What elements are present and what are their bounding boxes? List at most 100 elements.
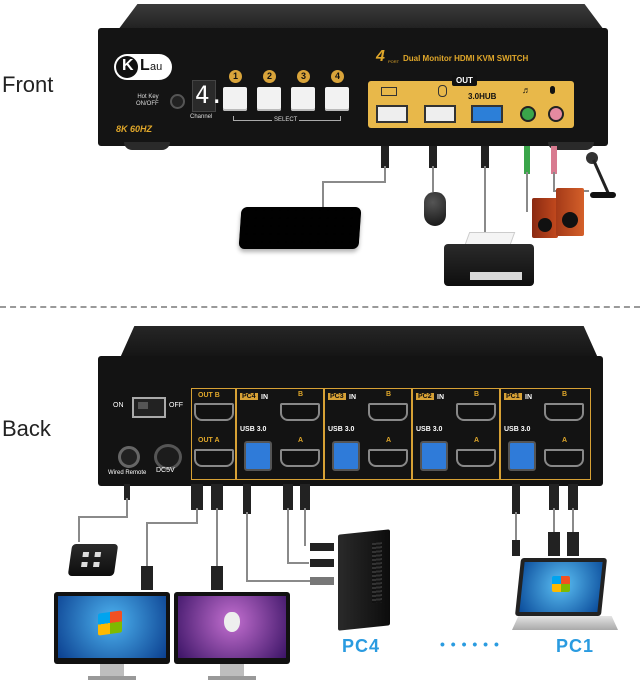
hdmi-out-a[interactable] (194, 449, 234, 467)
hotkey-button[interactable] (170, 94, 185, 109)
pc4-bottom-label: PC4 (342, 636, 381, 656)
pc2-b-label: B (474, 391, 480, 398)
select-num-1: 1 (229, 70, 242, 83)
power-on-label: ON (113, 402, 124, 409)
pc1-usb-b-port[interactable] (508, 441, 536, 471)
cable-pc4-usb-plug (243, 484, 251, 514)
brand-k-circle (116, 56, 138, 78)
select-button-2[interactable] (257, 87, 281, 111)
pc1-hdmi-b[interactable] (544, 403, 584, 421)
cable-pc4-conn-2 (310, 559, 334, 567)
remote-key-1 (82, 552, 90, 557)
pc4-a-label: A (298, 437, 304, 444)
pc3-usb-b-port[interactable] (332, 441, 360, 471)
usb-hub-label: 3.0HUB (468, 92, 497, 101)
cable-hub-plug (481, 146, 489, 168)
product-title: Dual Monitor HDMI KVM SWITCH (403, 54, 529, 63)
cable-green-plug (524, 146, 530, 174)
cable-remote-wire (126, 498, 128, 518)
select-num-2: 2 (263, 70, 276, 83)
back-label: Back (2, 416, 51, 441)
cable-remote-plug (124, 484, 130, 500)
keyboard-icon (381, 87, 397, 96)
cable-out-b-wire-h (146, 522, 198, 524)
cable-pc1-hdmi-b-bottom (548, 532, 560, 556)
remote-key-2 (94, 552, 102, 557)
select-label: SELECT (272, 117, 300, 123)
cable-pc4-hdmi-b-wire-h (287, 562, 309, 564)
remote-key-4 (93, 562, 100, 567)
cable-mouse-plug (429, 146, 437, 168)
section-divider (0, 306, 640, 308)
channel-digit: 4. (195, 81, 224, 109)
channel-label: Channel (190, 114, 213, 120)
pc2-hdmi-a[interactable] (456, 449, 496, 467)
cable-mouse-wire (432, 166, 434, 192)
speaker-left-cone (538, 218, 552, 232)
pc4-usb-b-port[interactable] (244, 441, 272, 471)
printer-image (440, 232, 536, 288)
mouse-image (424, 192, 446, 226)
front-kvm-panel: K L au 8K 60HZ Hot Key ON/OFF 4. Channel… (98, 28, 608, 146)
cable-pc4-usb-wire-h (246, 580, 310, 582)
audio-jack-pink[interactable] (548, 106, 564, 122)
cable-pc1-usb-bottom (512, 540, 520, 556)
pc4-hdmi-b[interactable] (280, 403, 320, 421)
out-badge: OUT (452, 75, 477, 86)
cable-pc4-hdmi-a-wire (304, 508, 306, 546)
audio-jack-green[interactable] (520, 106, 536, 122)
pc2-usb-b-port[interactable] (420, 441, 448, 471)
pc4-tower-vent (372, 542, 382, 604)
usb-port-mouse[interactable] (424, 105, 456, 123)
cable-pc1-hdmi-b-wire (553, 508, 555, 534)
brand-au: au (150, 61, 163, 73)
front-io-panel: OUT 3.0HUB ♬ (368, 75, 574, 128)
cable-pink-plug (551, 146, 557, 174)
pc3-hdmi-b[interactable] (368, 403, 408, 421)
printer-tray (470, 272, 522, 280)
cable-remote-wire-h (78, 516, 128, 518)
out-b-letter: B (214, 392, 220, 399)
cable-pc4-conn-3 (310, 577, 334, 585)
dc-jack[interactable] (154, 444, 182, 470)
title-port: PORT (388, 59, 400, 64)
usb-port-keyboard[interactable] (376, 105, 408, 123)
cable-out-a-wire (216, 508, 218, 566)
pc4-in-label: IN (261, 394, 268, 401)
front-kvm-top (118, 4, 604, 30)
pc4-usb-label: USB 3.0 (240, 426, 267, 433)
power-switch[interactable] (132, 397, 166, 418)
laptop-image (512, 556, 622, 636)
monitor-windows-base (88, 676, 136, 680)
cable-pc1-usb-plug (512, 484, 520, 514)
cable-out-b-wire (196, 508, 198, 524)
pc4-hdmi-a[interactable] (280, 449, 320, 467)
speaker-left-image (532, 198, 558, 238)
pc4-tower-image (338, 529, 390, 631)
monitor-mac-image (174, 592, 290, 682)
hdmi-out-b[interactable] (194, 403, 234, 421)
select-button-4[interactable] (325, 87, 349, 111)
cable-remote-wire-v (78, 516, 80, 542)
monitor-mac-stand (220, 664, 244, 676)
front-foot-right (548, 142, 594, 150)
windows-logo-icon (98, 610, 122, 636)
hotkey-label: Hot Key ON/OFF (136, 94, 159, 107)
pc2-hdmi-b[interactable] (456, 403, 496, 421)
cable-keyboard-wire-h (322, 181, 386, 183)
pc1-hdmi-a[interactable] (544, 449, 584, 467)
speaker-right-cone (562, 212, 578, 228)
laptop-windows-logo-icon (552, 576, 570, 592)
pc2-group: PC2 IN B USB 3.0 A (411, 388, 501, 480)
brand-k: K (122, 57, 134, 74)
monitor-mac-base (208, 676, 256, 680)
select-button-3[interactable] (291, 87, 315, 111)
usb-port-hub[interactable] (471, 105, 503, 123)
pc3-hdmi-a[interactable] (368, 449, 408, 467)
cable-pc4-usb-wire (246, 512, 248, 582)
select-button-1[interactable] (223, 87, 247, 111)
mic-stem (592, 159, 610, 194)
cable-pink-wire (553, 172, 555, 192)
wired-remote-jack[interactable] (118, 446, 140, 468)
cable-monitor2-plug (211, 566, 223, 590)
